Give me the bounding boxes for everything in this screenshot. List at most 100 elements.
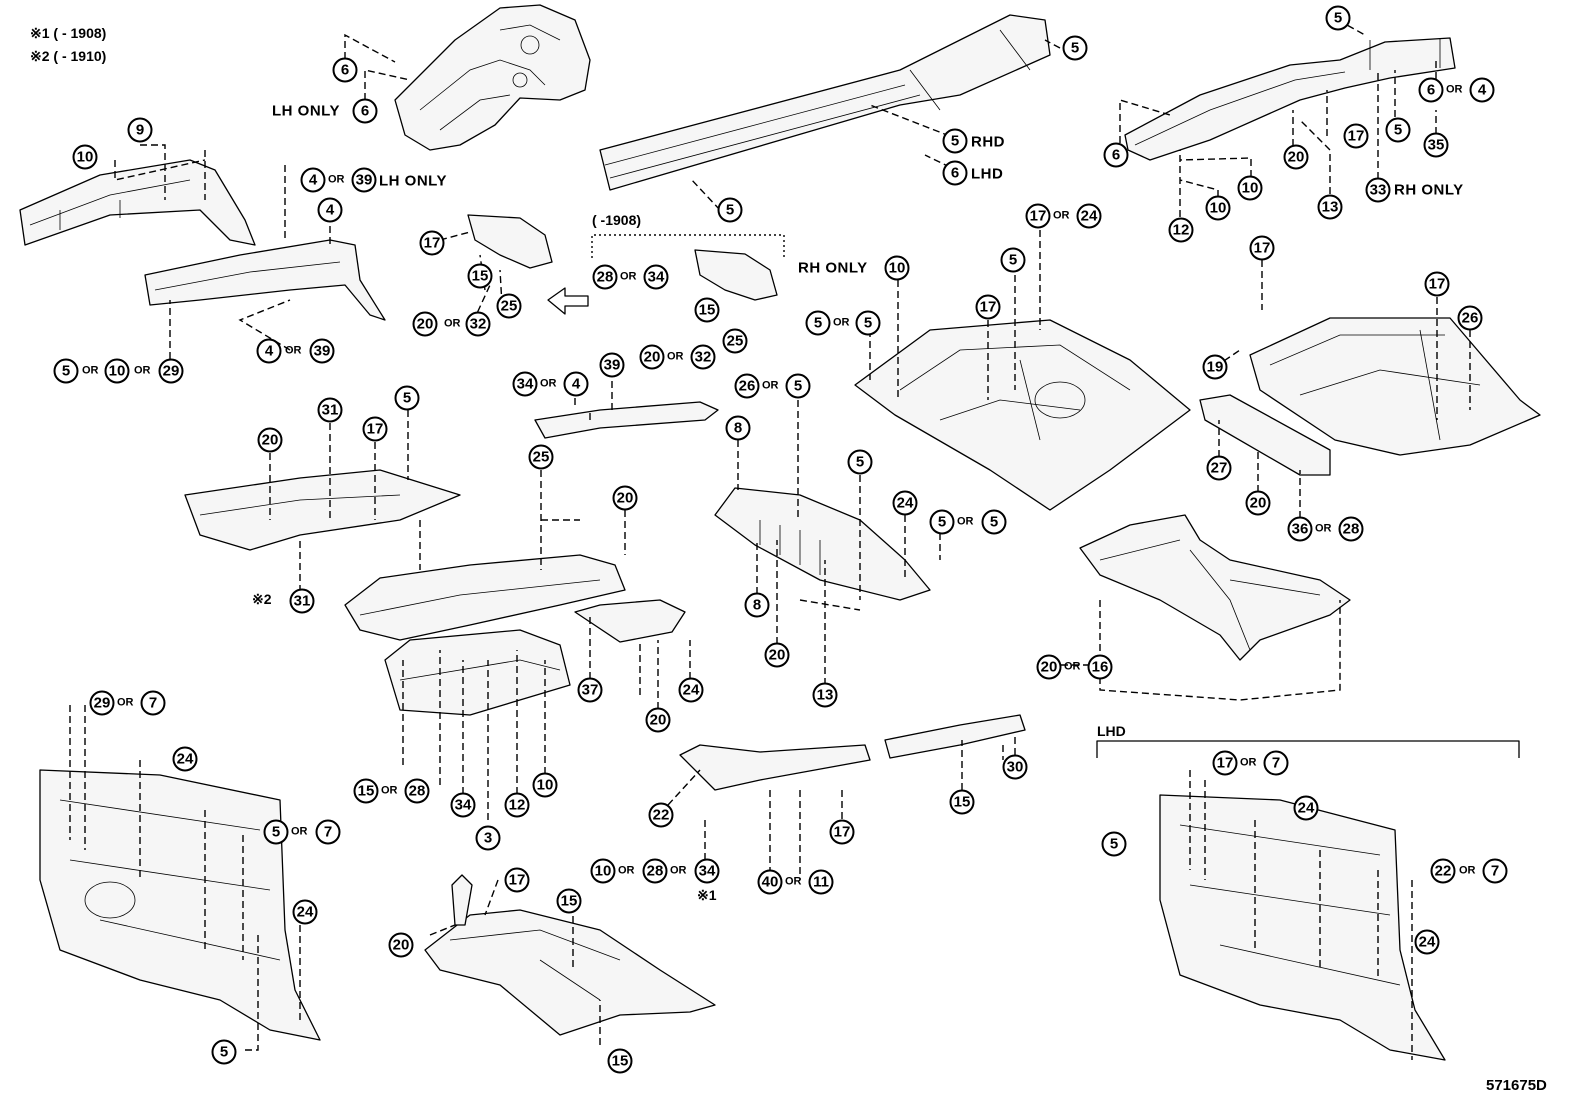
lh-only-label: LH ONLY <box>272 102 340 120</box>
note-1-marker: ※1 <box>697 887 717 903</box>
callout: 5 <box>785 373 811 399</box>
callout: 6 <box>942 160 968 186</box>
callout: 5 <box>1062 35 1088 61</box>
callout: 13 <box>812 682 838 708</box>
callout: 15 <box>607 1048 633 1074</box>
callout: 17 <box>1424 271 1450 297</box>
callout: 33 <box>1365 177 1391 203</box>
callout: 20 <box>612 485 638 511</box>
rear-floor-pan-part <box>1199 317 1541 476</box>
callout: 16 <box>1087 654 1113 680</box>
diagram-ref: 571675D <box>1486 1077 1547 1094</box>
callout: 10 <box>884 255 910 281</box>
callout: 13 <box>1317 194 1343 220</box>
or-connector: OR <box>833 316 850 329</box>
note-1: ※1 ( - 1908) <box>30 25 107 41</box>
note-2: ※2 ( - 1910) <box>30 48 107 64</box>
rh-only-label: RH ONLY <box>798 259 868 277</box>
callout: 34 <box>643 264 669 290</box>
callout: 5 <box>211 1039 237 1065</box>
callout: 15 <box>353 778 379 804</box>
callout: 17 <box>1212 750 1238 776</box>
front-side-member-lower-part <box>144 239 386 321</box>
callout: 10 <box>532 772 558 798</box>
callout: 5 <box>929 509 955 535</box>
or-connector: OR <box>670 864 687 877</box>
or-connector: OR <box>444 317 461 330</box>
callout: 20 <box>1283 144 1309 170</box>
callout: 15 <box>694 297 720 323</box>
callout: 15 <box>467 263 493 289</box>
callout: 5 <box>1000 247 1026 273</box>
callout: 5 <box>805 310 831 336</box>
or-connector: OR <box>134 364 151 377</box>
range-bracket <box>591 234 785 258</box>
lhd-label: LHD <box>1097 723 1126 739</box>
or-connector: OR <box>618 864 635 877</box>
callout: 20 <box>764 642 790 668</box>
or-connector: OR <box>785 875 802 888</box>
callout: 26 <box>734 373 760 399</box>
callout: 24 <box>892 490 918 516</box>
callout: 20 <box>388 932 414 958</box>
callout: 26 <box>1457 305 1483 331</box>
callout: 15 <box>556 888 582 914</box>
or-connector: OR <box>291 825 308 838</box>
callout: 17 <box>1025 203 1051 229</box>
callout: 7 <box>1482 858 1508 884</box>
callout: 17 <box>1343 123 1369 149</box>
or-connector: OR <box>1053 209 1070 222</box>
callout: 20 <box>639 344 665 370</box>
range-label: ( -1908) <box>592 212 642 228</box>
or-connector: OR <box>540 377 557 390</box>
callout: 5 <box>1385 117 1411 143</box>
or-connector: OR <box>1459 864 1476 877</box>
callout: 20 <box>645 707 671 733</box>
or-connector: OR <box>117 696 134 709</box>
rhd-label: RHD <box>971 133 1005 151</box>
callout: 36 <box>1287 516 1313 542</box>
callout: 20 <box>412 311 438 337</box>
front-side-member-rh-part <box>1124 37 1456 161</box>
callout: 20 <box>1036 654 1062 680</box>
callout: 17 <box>829 819 855 845</box>
callout: 25 <box>528 444 554 470</box>
callout: 24 <box>172 746 198 772</box>
callout: 28 <box>642 858 668 884</box>
callout: 20 <box>257 427 283 453</box>
callout: 9 <box>127 117 153 143</box>
or-connector: OR <box>328 173 345 186</box>
callout: 28 <box>404 778 430 804</box>
callout: 4 <box>300 167 326 193</box>
callout: 28 <box>592 264 618 290</box>
center-tunnel-part <box>344 554 626 641</box>
callout: 5 <box>53 358 79 384</box>
floor-reinforcement-part <box>384 401 719 716</box>
callout: 22 <box>648 802 674 828</box>
or-connector: OR <box>667 350 684 363</box>
lhd-qualifier-label: LHD <box>971 165 1004 183</box>
callout: 7 <box>140 690 166 716</box>
or-connector: OR <box>762 379 779 392</box>
callout: 39 <box>599 352 625 378</box>
or-connector: OR <box>381 784 398 797</box>
callout: 10 <box>104 358 130 384</box>
callout: 6 <box>332 57 358 83</box>
callout: 5 <box>263 819 289 845</box>
callout: 31 <box>317 397 343 423</box>
front-side-member-lh-part <box>19 159 256 246</box>
callout: 24 <box>1076 203 1102 229</box>
or-connector: OR <box>1064 660 1081 673</box>
callout: 35 <box>1423 132 1449 158</box>
callout: 4 <box>256 338 282 364</box>
dash-panel-lhd-part <box>1159 794 1446 1061</box>
callout: 8 <box>744 592 770 618</box>
callout: 12 <box>1168 217 1194 243</box>
callout: 17 <box>504 867 530 893</box>
callout: 6 <box>352 98 378 124</box>
callout: 17 <box>1249 235 1275 261</box>
rocker-panel-part <box>599 14 1051 191</box>
callout: 31 <box>289 588 315 614</box>
callout: 5 <box>847 449 873 475</box>
